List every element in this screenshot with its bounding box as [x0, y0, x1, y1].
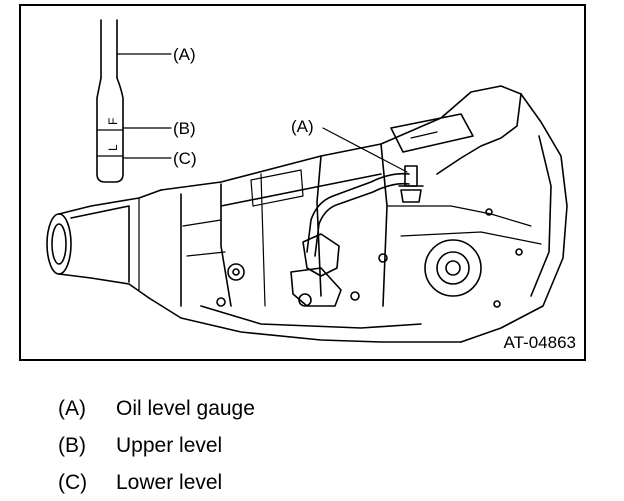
callout-c-lower: (C) — [173, 149, 197, 168]
legend-item: (C) Lower level — [58, 464, 255, 501]
legend: (A) Oil level gauge (B) Upper level (C) … — [58, 390, 255, 501]
legend-key: (C) — [58, 470, 88, 494]
callout-a-gauge: (A) — [173, 45, 196, 64]
gauge-mark-lower: L — [106, 144, 120, 151]
transmission-illustration: F L — [46, 19, 568, 343]
transmission-housing — [46, 85, 568, 343]
callout-a-plug: (A) — [291, 117, 314, 136]
illustration-frame: F L (A) (B) (C) (A) AT-04863 — [19, 4, 586, 361]
figure-id: AT-04863 — [503, 333, 576, 352]
legend-text: Upper level — [116, 433, 223, 457]
gauge-mark-upper: F — [106, 118, 120, 125]
legend-key: (A) — [58, 396, 86, 420]
legend-key: (B) — [58, 433, 86, 457]
callout-b-upper: (B) — [173, 119, 196, 138]
legend-text: Lower level — [116, 470, 223, 494]
oil-level-gauge-drawing — [96, 19, 124, 183]
legend-item: (B) Upper level — [58, 427, 255, 464]
legend-item: (A) Oil level gauge — [58, 390, 255, 427]
leader-line-a2 — [322, 127, 408, 173]
legend-text: Oil level gauge — [116, 396, 255, 420]
